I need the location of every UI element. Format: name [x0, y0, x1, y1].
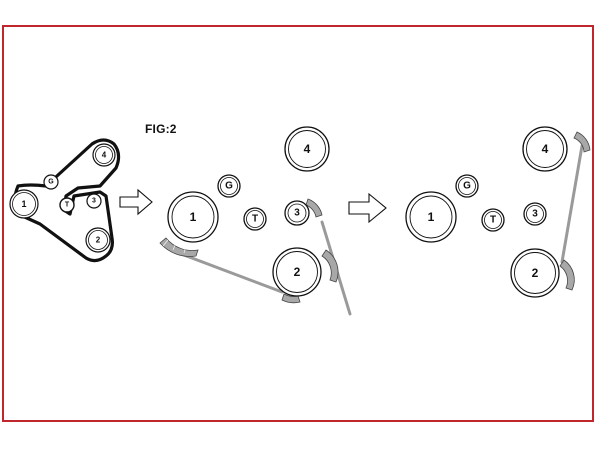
- belt-path: [13, 138, 121, 263]
- pulley-g-label: G: [225, 181, 233, 192]
- pulley-t-label: T: [490, 215, 496, 226]
- pulley-2-label: 2: [96, 236, 101, 245]
- pulley-2: 2: [510, 248, 560, 298]
- pulley-t: T: [59, 197, 75, 213]
- step-arrow-2: [348, 192, 387, 224]
- step-arrow-1: [119, 188, 153, 216]
- pulley-g-label: G: [463, 181, 471, 192]
- pulley-4-label: 4: [304, 142, 311, 156]
- pulley-3-label: 3: [92, 198, 96, 205]
- pulley-3-label: 3: [532, 209, 538, 220]
- pulley-1-label: 1: [190, 210, 197, 224]
- pulley-3: 3: [284, 200, 310, 226]
- belt-segment: [560, 144, 584, 264]
- pulley-g: G: [217, 174, 241, 198]
- pulley-2-label: 2: [294, 265, 301, 279]
- pulley-t: T: [481, 208, 505, 232]
- pulley-2: 2: [272, 247, 322, 297]
- pulley-1: 1: [167, 191, 219, 243]
- pulley-t-label: T: [65, 202, 70, 209]
- pulley-1-label: 1: [21, 199, 26, 209]
- panel-final-step: 1 G T 3 4 2: [405, 126, 591, 298]
- pulley-t: T: [243, 207, 267, 231]
- pulley-1: 1: [9, 189, 39, 219]
- panel-belt-removal: 1 G T 3 4 2: [159, 126, 352, 316]
- pulley-g: G: [43, 174, 59, 190]
- pulley-4: 4: [92, 143, 116, 167]
- panel-belt-routing: 1 4 2 G T 3: [9, 138, 121, 263]
- pulley-4-label: 4: [542, 142, 549, 156]
- tool-arc-pulley-2: [559, 259, 575, 291]
- pulley-1-label: 1: [428, 210, 435, 224]
- pulley-4: 4: [522, 126, 568, 172]
- figure-label: FIG:2: [145, 122, 177, 136]
- pulley-3: 3: [523, 202, 547, 226]
- pulley-3: 3: [86, 193, 102, 209]
- pulley-3-label: 3: [294, 208, 300, 219]
- pulley-g: G: [455, 174, 479, 198]
- tool-arc-pulley-2-right: [321, 249, 339, 283]
- tool-arc-pulley-4: [573, 131, 591, 153]
- pulley-1: 1: [405, 191, 457, 243]
- pulley-t-label: T: [252, 214, 258, 225]
- pulley-4: 4: [284, 126, 330, 172]
- tool-arc-pulley-2-bottom: [281, 293, 301, 304]
- pulley-g-label: G: [48, 179, 54, 186]
- pulley-2: 2: [85, 227, 111, 253]
- tool-arc-pulley-3: [305, 198, 323, 218]
- pulley-4-label: 4: [102, 151, 107, 160]
- tool-arc-pulley-1: [159, 237, 199, 257]
- pulley-2-label: 2: [532, 266, 539, 280]
